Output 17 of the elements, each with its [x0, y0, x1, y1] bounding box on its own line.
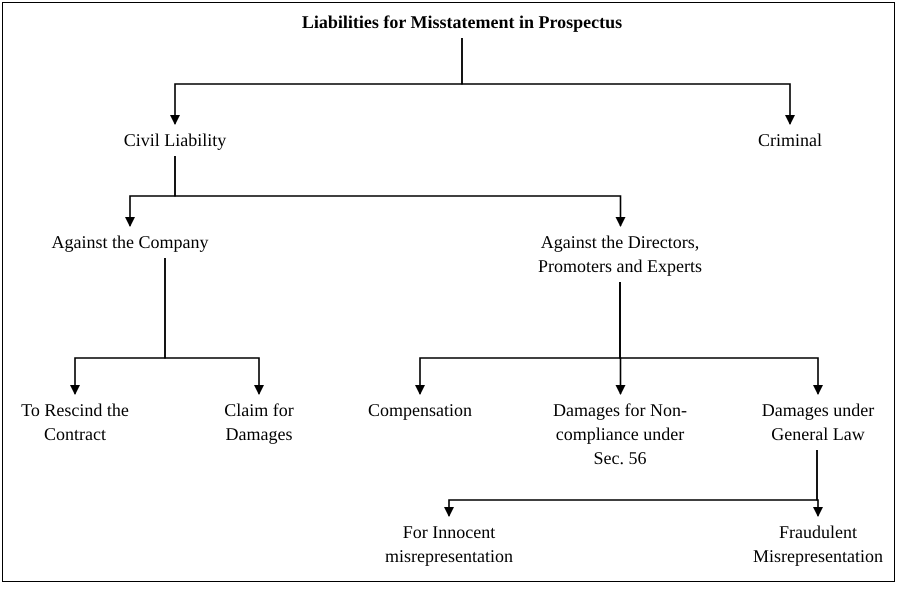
node-label: For Innocent misrepresentation	[384, 521, 514, 568]
arrow	[164, 258, 264, 395]
arrow	[174, 156, 626, 227]
arrow	[619, 282, 823, 395]
node-label: Compensation	[368, 399, 472, 422]
node-label: Claim for Damages	[223, 399, 295, 446]
arrow	[461, 38, 795, 125]
node-label: Civil Liability	[124, 129, 226, 152]
node-label: Fraudulent Misrepresentation	[752, 521, 884, 568]
node-label: Criminal	[758, 129, 822, 152]
node-label: Against the Directors, Promoters and Experts	[537, 231, 703, 278]
node-label: Damages under General Law	[760, 399, 876, 446]
node-label: To Rescind the Contract	[20, 399, 130, 446]
node-label: Against the Company	[52, 231, 208, 254]
arrow	[813, 450, 823, 517]
node-label: Damages for Non-compliance under Sec. 56	[552, 399, 688, 470]
node-label: Liabilities for Misstatement in Prospectus	[302, 11, 622, 34]
